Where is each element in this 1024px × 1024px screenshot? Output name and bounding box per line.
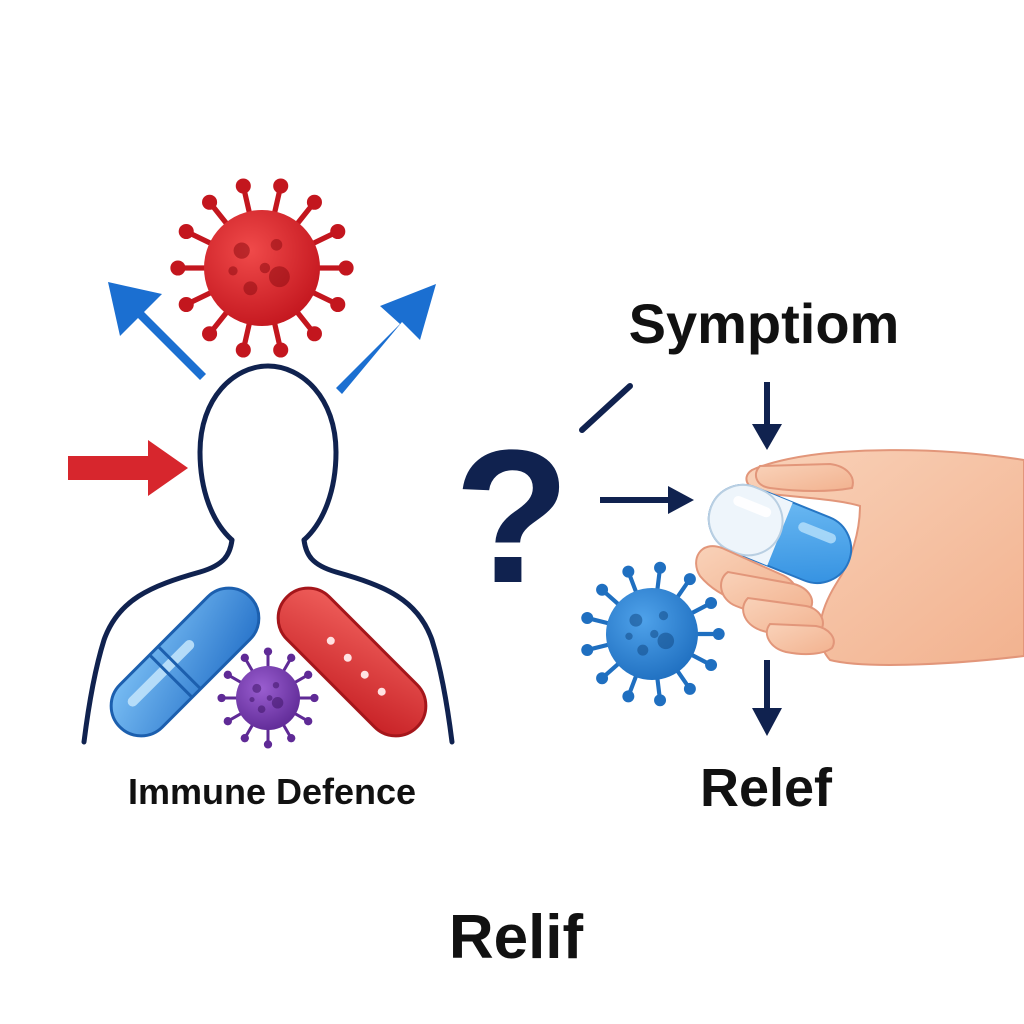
question-mark-icon: ? <box>454 411 570 623</box>
capsule-icon <box>707 484 853 584</box>
connector-dash <box>579 383 633 433</box>
navy-arrow-icon <box>752 660 782 736</box>
person-silhouette-icon <box>81 363 455 745</box>
purple-virus-icon <box>217 647 319 749</box>
red-cell-icon <box>276 586 428 738</box>
relief-right-label: Relef <box>700 758 833 818</box>
hand-icon <box>745 449 1024 666</box>
red-arrow-icon <box>68 440 188 496</box>
blue-arrow-icon <box>336 284 436 394</box>
relief-bottom-label: Relif <box>449 903 584 972</box>
hand-fingers <box>695 462 854 656</box>
immune-defence-label: Immune Defence <box>128 771 416 812</box>
blue-cell-icon <box>109 586 261 738</box>
navy-arrow-icon <box>752 382 782 450</box>
blue-virus-icon <box>581 561 725 707</box>
red-virus-icon <box>170 178 354 358</box>
symptom-label: Symptiom <box>629 292 900 355</box>
blue-arrow-icon <box>108 282 206 380</box>
navy-arrow-icon <box>600 486 694 514</box>
